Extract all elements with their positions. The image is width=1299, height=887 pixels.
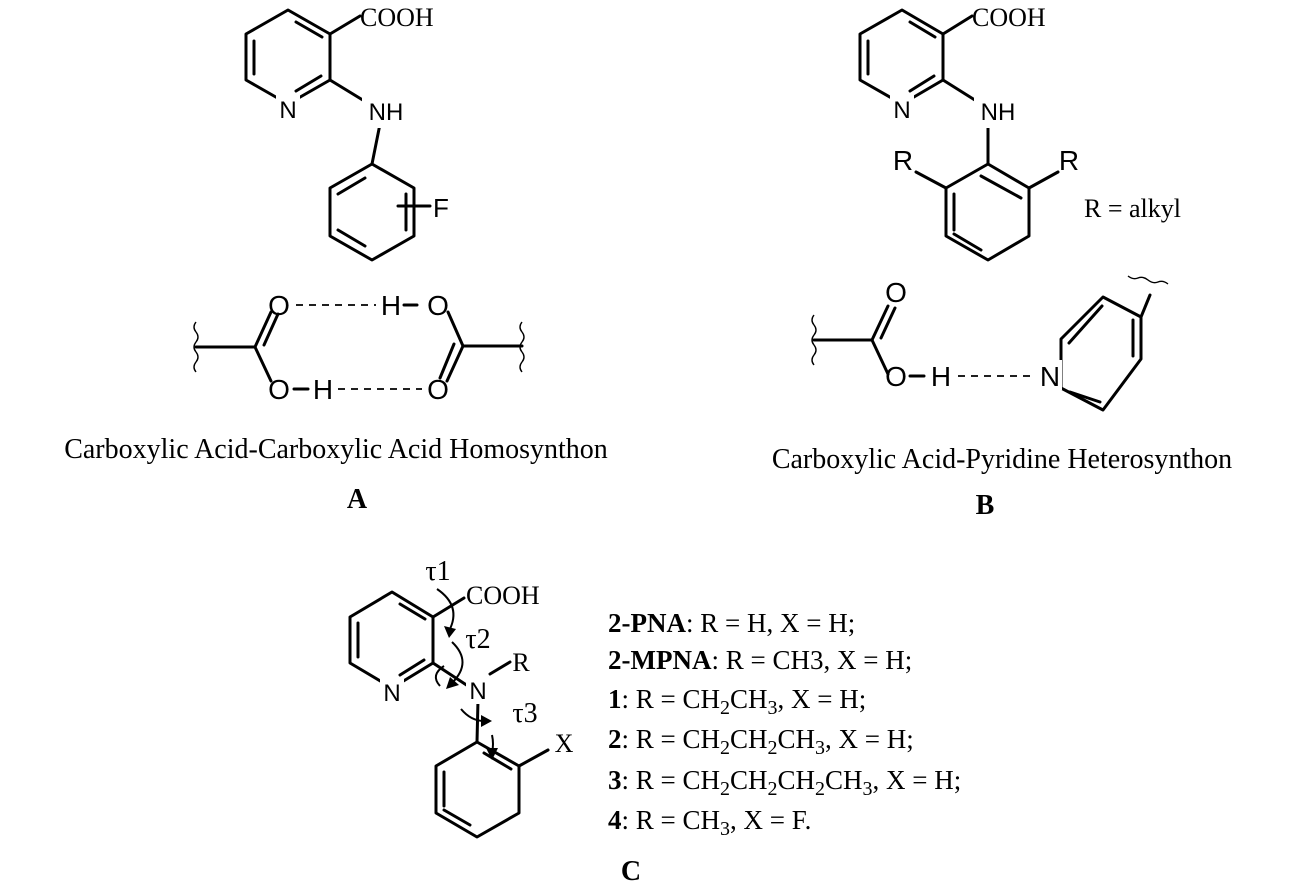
panel-a-nh-label: NH [369,99,404,126]
panel-b-letter: B [976,490,995,521]
synthon-a-o4: O [427,374,449,405]
compound-id: 2-MPNA [608,645,712,675]
synthon-b-o-carbonyl: O [885,277,907,308]
compound-id: 4 [608,805,622,835]
compound-description: : R = CH3, X = H; [711,645,912,675]
compound-entry: 2: R = CH2CH2CH3, X = H; [608,724,914,759]
compound-entry: 4: R = CH3, X = F. [608,805,811,840]
panel-c-molecule: τ1 τ2 τ3 COOH N N R X [348,556,574,839]
panel-b-heterosynthon: O O H N [811,275,1169,412]
compound-id: 2 [608,724,622,754]
synthon-b-h: H [931,361,951,392]
compound-description: : R = CH2CH2CH3, X = H; [622,724,914,759]
panel-b: COOH N NH R R R = alkyl O O H N [772,3,1232,521]
panel-c-cooh-label: COOH [466,581,540,610]
panel-a-letter: A [347,484,368,515]
synthon-a-h1: H [381,290,401,321]
compound-description: : R = CH3, X = F. [622,805,812,840]
panel-a-ring-n-label: N [279,97,296,124]
compound-entry: 1: R = CH2CH3, X = H; [608,684,866,719]
panel-a-cooh-label: COOH [360,3,434,32]
tau1-label: τ1 [425,556,450,587]
tau3-label: τ3 [512,698,537,729]
panel-c-ring-n-label: N [383,680,400,707]
compound-list: 2-PNA: R = H, X = H; 2-MPNA: R = CH3, X … [608,608,961,840]
compound-entry: 2-PNA: R = H, X = H; [608,608,855,638]
synthon-a-o3: O [268,374,290,405]
panel-b-molecule: COOH N NH R R R = alkyl [858,3,1181,262]
compound-description: : R = CH2CH2CH2CH3, X = H; [622,765,962,800]
panel-c-amine-n-label: N [469,678,486,705]
panel-a: COOH N NH F O H O O H O Car [64,3,608,515]
panel-c-letter: C [621,856,641,887]
panel-c: τ1 τ2 τ3 COOH N N R X 2-PNA: R = H, X = … [348,556,961,887]
synthon-b-o-hydroxyl: O [885,361,907,392]
compound-entry: 2-MPNA: R = CH3, X = H; [608,645,912,675]
compound-entry: 3: R = CH2CH2CH2CH3, X = H; [608,765,961,800]
panel-b-r-definition: R = alkyl [1084,194,1181,223]
synthon-b-n-pyridine: N [1040,361,1060,392]
compound-id: 2-PNA [608,608,686,638]
synthon-a-h2: H [313,374,333,405]
tau2-label: τ2 [465,624,490,655]
panel-c-x-label: X [555,729,574,758]
compound-description: : R = H, X = H; [686,608,855,638]
panel-a-homosynthon: O H O O H O [193,290,525,405]
panel-b-r-left: R [893,145,913,176]
panel-a-molecule: COOH N NH F [244,3,449,262]
synthon-a-o2: O [427,290,449,321]
compound-id: 1 [608,684,622,714]
panel-a-caption: Carboxylic Acid-Carboxylic Acid Homosynt… [64,434,608,465]
panel-b-caption: Carboxylic Acid-Pyridine Heterosynthon [772,444,1232,475]
synthon-a-o1: O [268,290,290,321]
panel-b-ring-n-label: N [893,97,910,124]
panel-b-cooh-label: COOH [972,3,1046,32]
compound-description: : R = CH2CH3, X = H; [622,684,867,719]
panel-a-f-label: F [433,193,449,223]
compound-id: 3 [608,765,622,795]
panel-b-nh-label: NH [981,99,1016,126]
panel-c-r-label: R [512,648,530,677]
panel-b-r-right: R [1059,145,1079,176]
